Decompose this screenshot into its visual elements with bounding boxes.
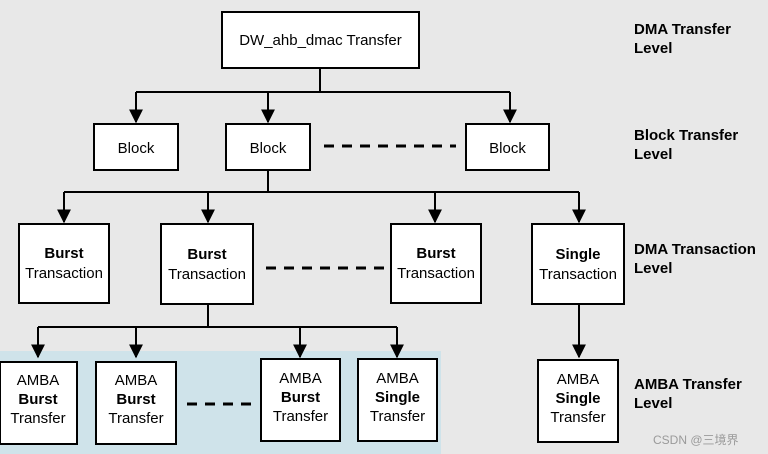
amba-transfer-label: Transfer (370, 408, 425, 425)
top-transfer-node: DW_ahb_dmac Transfer (221, 11, 420, 69)
watermark: CSDN @三境界 (653, 433, 739, 447)
block-transfer-level-label: Block Transfer Level (634, 126, 738, 164)
block-node: Block (465, 123, 550, 171)
amba-transfer-type: Single (555, 390, 600, 407)
level-label-line: Level (634, 146, 673, 163)
level-label-line: Level (634, 40, 673, 57)
block-node: Block (225, 123, 311, 171)
amba-transfer-level-label: AMBA Transfer Level (634, 375, 742, 413)
dma-transfer-level-label: DMA Transfer Level (634, 20, 731, 58)
transaction-node: Burst Transaction (18, 223, 110, 304)
connectors (31, 68, 586, 359)
level-label-line: Level (634, 260, 673, 277)
amba-transfer-label: Transfer (108, 410, 163, 427)
level-label-line: DMA Transaction (634, 241, 756, 258)
transaction-type: Burst (416, 245, 455, 262)
amba-transfer-type: Single (375, 389, 420, 406)
block-node: Block (93, 123, 179, 171)
dma-transaction-level-label: DMA Transaction Level (634, 240, 768, 278)
transaction-type: Burst (44, 245, 83, 262)
block-label: Block (250, 140, 287, 157)
transaction-label: Transaction (397, 265, 475, 282)
amba-node: AMBA Burst Transfer (95, 361, 177, 445)
transaction-label: Transaction (168, 266, 246, 283)
amba-transfer-label: Transfer (10, 410, 65, 427)
transaction-label: Transaction (539, 266, 617, 283)
amba-node: AMBA Single Transfer (537, 359, 619, 443)
block-label: Block (489, 140, 526, 157)
transaction-type: Burst (187, 246, 226, 263)
block-label: Block (118, 140, 155, 157)
amba-label: AMBA (376, 370, 419, 387)
amba-label: AMBA (557, 371, 600, 388)
amba-node: AMBA Burst Transfer (260, 358, 341, 442)
amba-transfer-label: Transfer (550, 409, 605, 426)
transaction-label: Transaction (25, 265, 103, 282)
transaction-node: Single Transaction (531, 223, 625, 305)
amba-label: AMBA (115, 372, 158, 389)
transaction-node: Burst Transaction (390, 223, 482, 304)
transaction-type: Single (555, 246, 600, 263)
amba-transfer-type: Burst (116, 391, 155, 408)
transaction-node: Burst Transaction (160, 223, 254, 305)
amba-node: AMBA Single Transfer (357, 358, 438, 442)
amba-node: AMBA Burst Transfer (0, 361, 78, 445)
amba-transfer-type: Burst (281, 389, 320, 406)
amba-transfer-label: Transfer (273, 408, 328, 425)
ellipsis-dashes (187, 144, 456, 406)
level-label-line: DMA Transfer (634, 21, 731, 38)
top-transfer-label: DW_ahb_dmac Transfer (239, 32, 402, 49)
amba-transfer-type: Burst (18, 391, 57, 408)
amba-label: AMBA (279, 370, 322, 387)
level-label-line: Block Transfer (634, 127, 739, 144)
level-label-line: Level (634, 395, 673, 412)
level-label-line: AMBA Transfer (634, 376, 742, 393)
amba-label: AMBA (17, 372, 60, 389)
